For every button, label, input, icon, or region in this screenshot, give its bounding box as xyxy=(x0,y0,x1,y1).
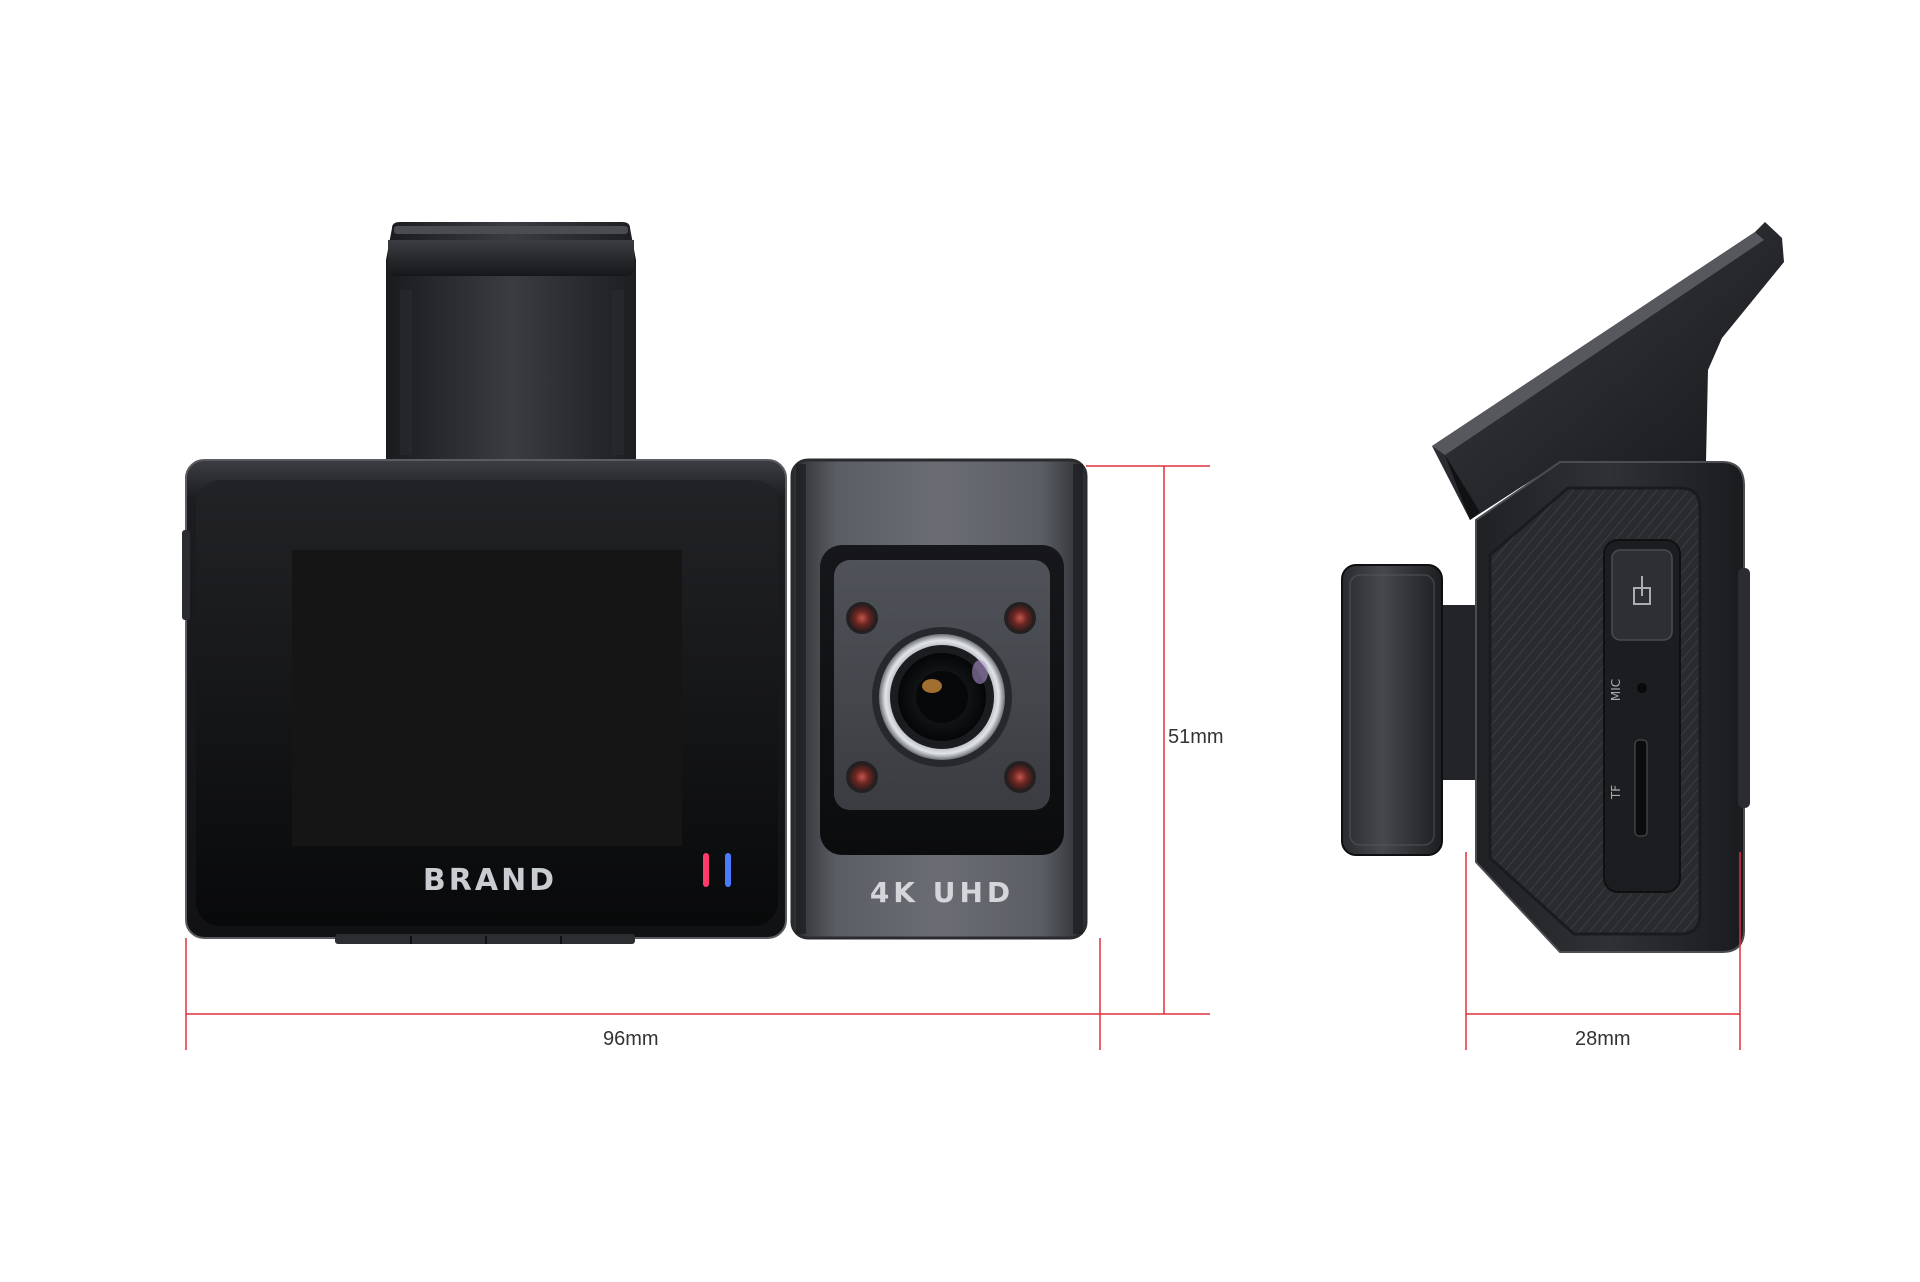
brand-logo: BRAND xyxy=(423,863,557,898)
front-view: BRAND xyxy=(182,222,1210,1050)
height-dimension-label: 51mm xyxy=(1168,726,1224,748)
ir-led-icon xyxy=(846,602,878,634)
width-dimension xyxy=(185,938,1210,1050)
display-screen: BRAND xyxy=(196,480,778,926)
status-indicator-red xyxy=(703,853,709,887)
ir-led-icon xyxy=(846,761,878,793)
width-dimension-label: 96mm xyxy=(603,1028,659,1050)
side-mount xyxy=(1432,222,1784,520)
tf-label: TF xyxy=(1609,785,1623,800)
tf-card-slot-icon xyxy=(1634,739,1648,837)
side-view: MIC TF xyxy=(1341,222,1784,1050)
lens-module: 4K UHD xyxy=(790,458,1088,940)
height-dimension xyxy=(1086,465,1210,1014)
ir-led-icon xyxy=(1004,602,1036,634)
ir-led-icon xyxy=(1004,761,1036,793)
camera-lens-icon xyxy=(872,627,1012,767)
mic-label: MIC xyxy=(1609,679,1623,701)
status-indicator-blue xyxy=(725,853,731,887)
depth-dimension-label: 28mm xyxy=(1575,1028,1631,1050)
side-body: MIC TF xyxy=(1475,461,1750,953)
depth-dimension xyxy=(1465,852,1741,1050)
resolution-label: 4K UHD xyxy=(870,876,1014,909)
mic-hole-icon xyxy=(1637,683,1647,693)
windshield-mount xyxy=(386,222,636,460)
